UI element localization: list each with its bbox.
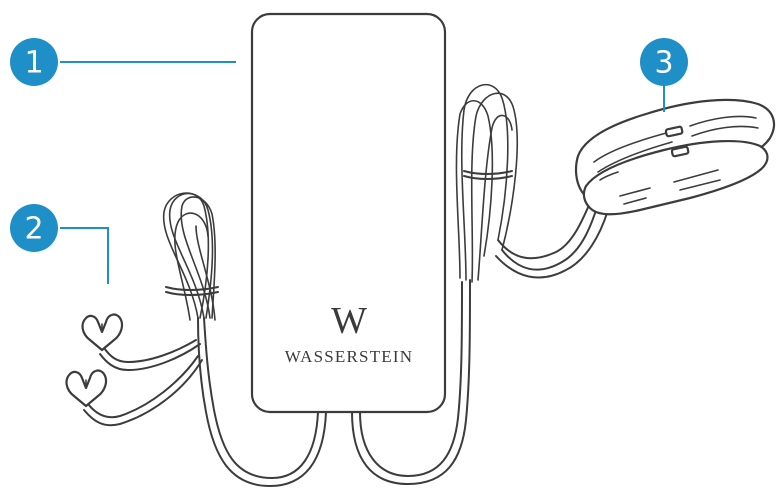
callout-3-badge <box>640 38 688 86</box>
callout-1-number: 1 <box>24 46 43 81</box>
callout-2: 2 <box>10 204 109 284</box>
callout-2-badge <box>10 204 58 252</box>
output-cable <box>65 192 327 487</box>
power-adapter: W WASSERSTEIN <box>250 12 447 414</box>
brand-logo-mark: W <box>331 300 367 342</box>
callout-1-badge <box>10 38 58 86</box>
callout-1: 1 <box>10 38 236 86</box>
adapter-body <box>250 12 447 414</box>
callout-2-leader <box>60 227 109 284</box>
brand-name-label: WASSERSTEIN <box>285 347 413 366</box>
input-cable <box>351 83 776 485</box>
callout-3: 3 <box>640 38 688 112</box>
callout-2-number: 2 <box>24 212 43 247</box>
callout-3-number: 3 <box>654 46 673 81</box>
